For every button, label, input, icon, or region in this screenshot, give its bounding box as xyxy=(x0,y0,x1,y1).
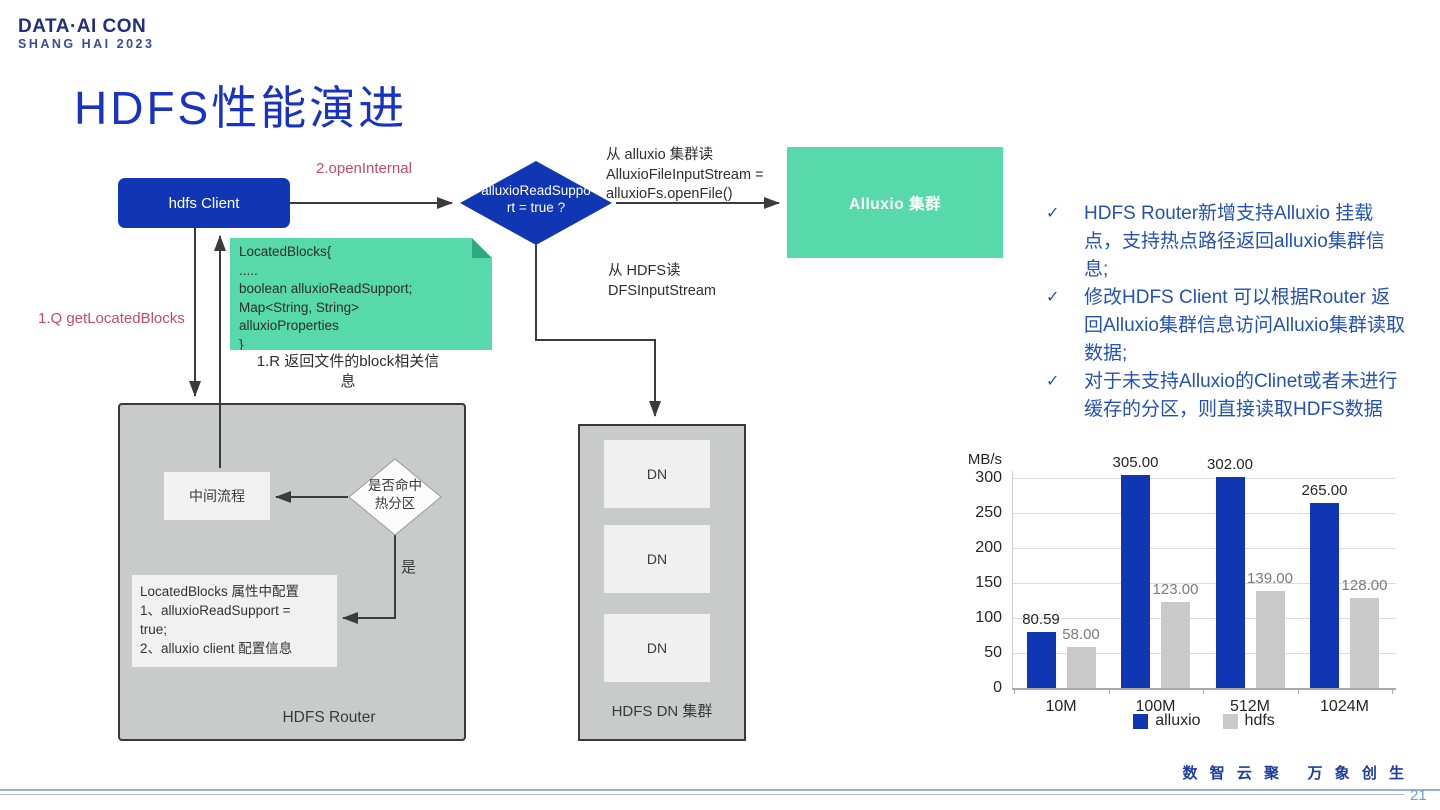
chart-gridline xyxy=(1012,653,1396,654)
dn-node: DN xyxy=(604,525,710,593)
legend-series-label: alluxio xyxy=(1155,712,1201,729)
y-axis-tick-label: 0 xyxy=(993,679,1002,696)
bar-value-label: 128.00 xyxy=(1341,577,1388,595)
config-note-box: LocatedBlocks 属性中配置 1、alluxioReadSupport… xyxy=(132,575,337,667)
bar-value-label: 58.00 xyxy=(1062,626,1100,644)
bar-value-label: 123.00 xyxy=(1152,580,1199,598)
x-axis-tick xyxy=(1108,689,1110,694)
dn-node: DN xyxy=(604,440,710,508)
bullet-text: 对于未支持Alluxio的Clinet或者未进行缓存的分区，则直接读取HDFS数… xyxy=(1084,371,1398,420)
alluxio-bar xyxy=(1310,502,1339,688)
hdfs-client-label: hdfs Client xyxy=(168,194,240,212)
chart-gridline xyxy=(1012,583,1396,584)
dn-node-label: DN xyxy=(646,640,668,656)
check-icon: ✓ xyxy=(1046,205,1060,222)
bullet-item: ✓ 对于未支持Alluxio的Clinet或者未进行缓存的分区，则直接读取HDF… xyxy=(1046,368,1408,424)
dn-node-label: DN xyxy=(646,466,668,482)
y-axis-unit-label: MB/s xyxy=(967,451,1002,468)
x-axis-category-label: 512M xyxy=(1229,698,1271,715)
x-axis-tick xyxy=(1392,689,1393,694)
y-axis-tick-label: 100 xyxy=(975,609,1002,626)
x-axis-category-label: 10M xyxy=(1045,698,1077,715)
chart-gridline xyxy=(1012,548,1396,549)
y-axis-tick-label: 200 xyxy=(975,539,1002,556)
footer-divider-line xyxy=(0,794,1404,795)
alluxio-cluster-box: Alluxio 集群 xyxy=(787,147,1003,258)
chart-gridline xyxy=(1012,478,1396,479)
alluxio-bar xyxy=(1215,476,1245,688)
logo-line1: DATA·AI CON xyxy=(18,16,147,37)
event-logo: DATA·AI CON SHANG HAI 2023 xyxy=(18,16,155,52)
x-axis-category-label: 1024M xyxy=(1320,698,1369,715)
bullet-item: ✓ 修改HDFS Client 可以根据Router 返回Alluxio集群信息… xyxy=(1046,284,1408,368)
footer-divider-line xyxy=(0,789,1440,791)
legend-item: alluxio xyxy=(1133,712,1201,730)
alluxio-bar xyxy=(1026,631,1056,688)
bar-value-label: 265.00 xyxy=(1301,481,1348,499)
dn-node: DN xyxy=(604,614,710,682)
hdfs-bar xyxy=(1255,590,1285,688)
bullet-text: 修改HDFS Client 可以根据Router 返回Alluxio集群信息访问… xyxy=(1084,287,1405,364)
bullet-list: ✓ HDFS Router新增支持Alluxio 挂载点，支持热点路径返回all… xyxy=(1046,200,1408,424)
y-axis-tick-label: 300 xyxy=(975,469,1002,486)
y-axis-line xyxy=(1012,471,1013,688)
legend-swatch-icon xyxy=(1222,713,1238,729)
x-axis-category-label: 100M xyxy=(1135,698,1176,715)
hdfs-bar xyxy=(1350,598,1379,688)
x-axis-line xyxy=(1012,688,1396,690)
bar-value-label: 302.00 xyxy=(1207,455,1253,473)
hdfs-dn-cluster-label: HDFS DN 集群 xyxy=(611,703,713,720)
chart-gridline xyxy=(1012,618,1396,619)
chart-legend: alluxio hdfs xyxy=(1012,712,1396,730)
legend-item: hdfs xyxy=(1222,712,1275,730)
located-blocks-note: LocatedBlocks{ ..... boolean alluxioRead… xyxy=(230,238,492,350)
page-number: 21 xyxy=(1410,787,1427,804)
alluxio-cluster-label: Alluxio 集群 xyxy=(849,195,941,213)
hdfs-bar xyxy=(1161,601,1190,688)
y-axis-tick-label: 150 xyxy=(975,574,1002,591)
hdfs-dn-cluster-box: DN DN DN HDFS DN 集群 xyxy=(578,424,746,741)
check-icon: ✓ xyxy=(1046,289,1060,306)
page-title: HDFS性能演进 xyxy=(74,82,408,134)
bullet-item: ✓ HDFS Router新增支持Alluxio 挂载点，支持热点路径返回all… xyxy=(1046,200,1408,284)
alluxio-bar xyxy=(1121,474,1150,688)
y-axis-tick-label: 250 xyxy=(975,504,1002,521)
hdfs-client-box: hdfs Client xyxy=(118,178,290,228)
legend-series-label: hdfs xyxy=(1244,712,1275,729)
middle-step-label: 中间流程 xyxy=(189,488,245,504)
hdfs-router-label: HDFS Router xyxy=(282,709,376,726)
middle-step-box: 中间流程 xyxy=(164,472,270,520)
x-axis-tick xyxy=(1014,689,1015,694)
bullet-text: HDFS Router新增支持Alluxio 挂载点，支持热点路径返回allux… xyxy=(1084,203,1385,280)
hdfs-bar xyxy=(1066,647,1096,688)
x-axis-tick xyxy=(1203,689,1204,694)
bar-value-label: 139.00 xyxy=(1247,569,1293,587)
bar-value-label: 80.59 xyxy=(1022,610,1060,628)
bar-value-label: 305.00 xyxy=(1112,453,1159,471)
check-icon: ✓ xyxy=(1046,373,1060,390)
footer-slogan: 数 智 云 聚 万 象 创 生 xyxy=(1182,765,1408,782)
chart-gridline xyxy=(1012,513,1396,514)
x-axis-tick xyxy=(1297,689,1299,694)
located-blocks-code: LocatedBlocks{ ..... boolean alluxioRead… xyxy=(239,244,413,352)
legend-swatch-icon xyxy=(1133,713,1149,729)
y-axis-tick-label: 50 xyxy=(984,644,1002,661)
logo-line2: SHANG HAI 2023 xyxy=(18,36,155,51)
dn-node-label: DN xyxy=(646,551,668,567)
